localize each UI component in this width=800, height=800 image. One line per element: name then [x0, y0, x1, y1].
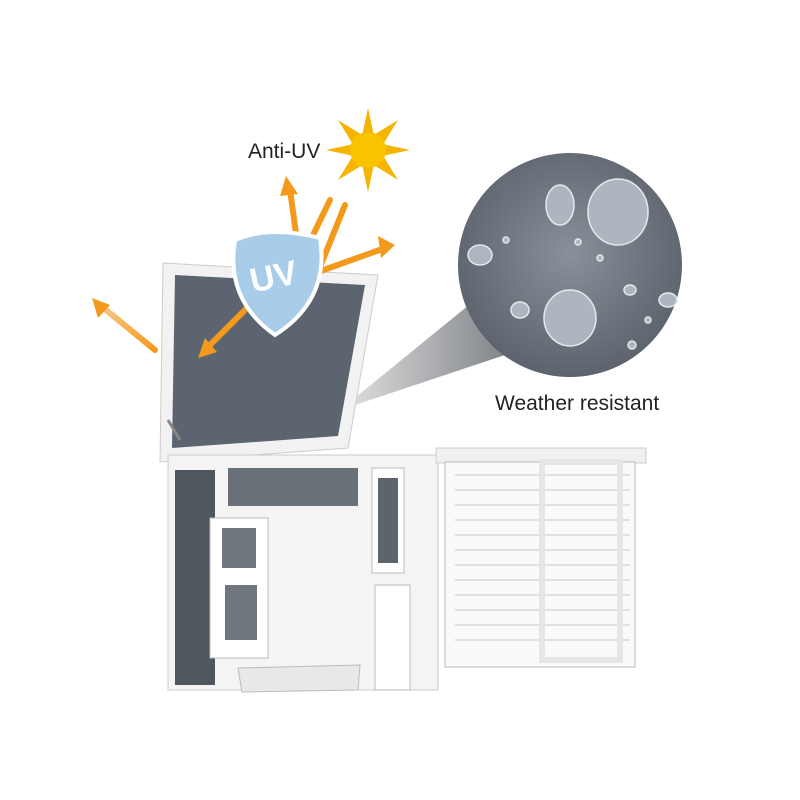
water-droplet-closeup	[458, 153, 682, 377]
weather-resistant-label: Weather resistant	[495, 392, 660, 415]
open-roof-lid	[159, 262, 379, 463]
uv-shield-icon	[231, 230, 324, 338]
magnifier-cone	[340, 300, 505, 410]
sun-icon	[326, 108, 410, 192]
anti-uv-label: Anti-UV	[248, 140, 321, 163]
rabbit-hutch	[167, 447, 647, 693]
